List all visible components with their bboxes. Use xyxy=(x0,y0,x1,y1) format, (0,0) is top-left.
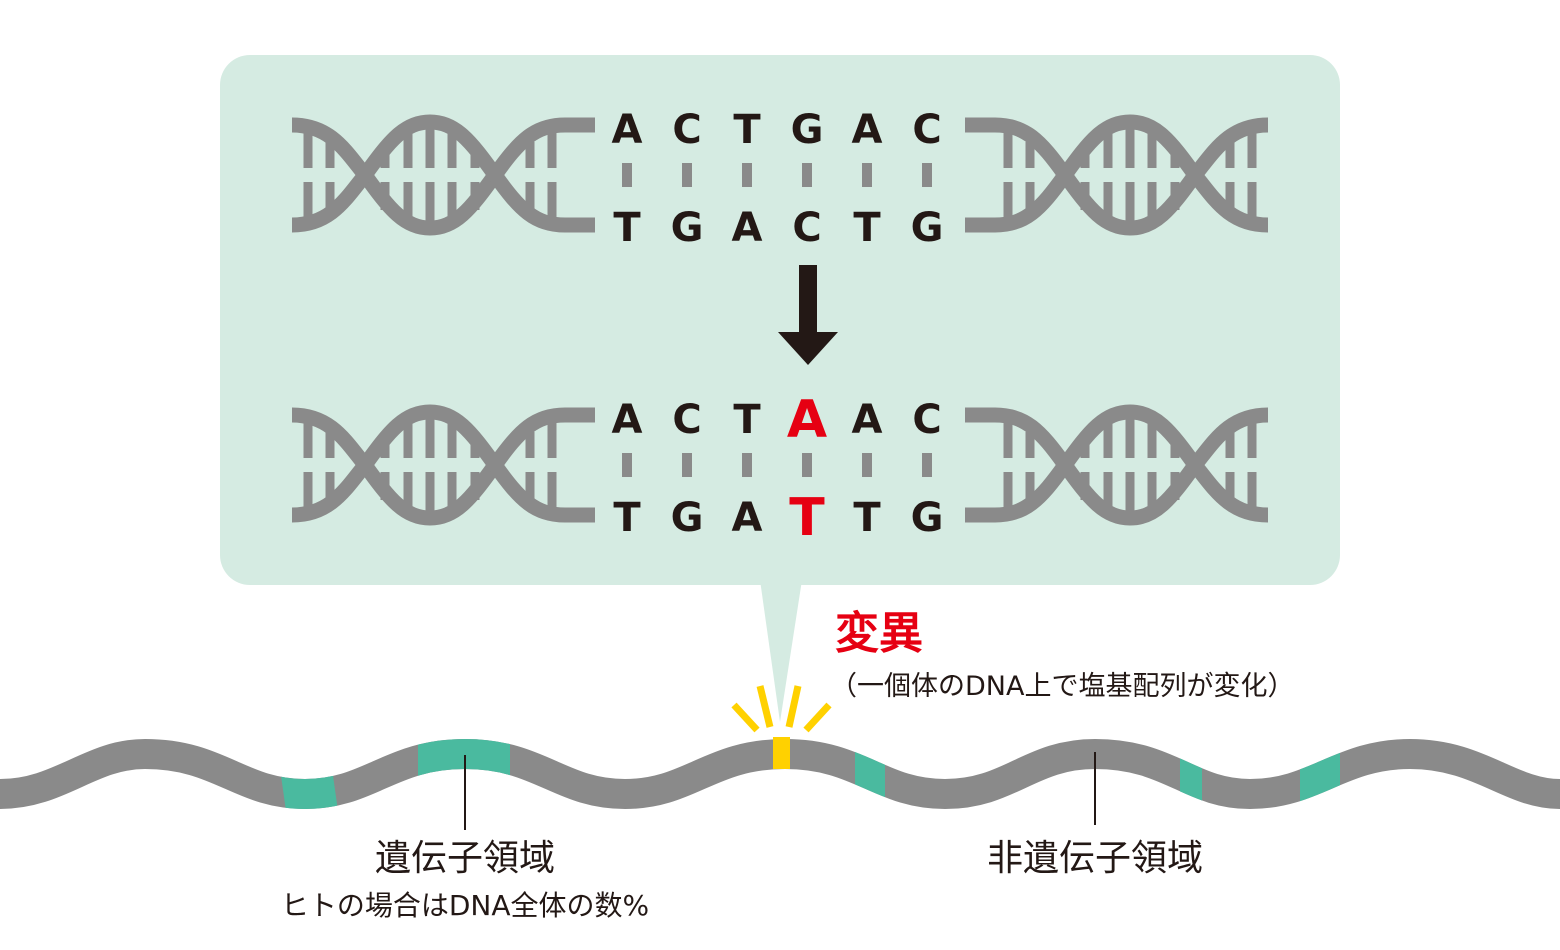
base-bottom: T xyxy=(853,205,881,251)
mutation-description: （一個体のDNA上で塩基配列が変化） xyxy=(830,671,1294,702)
mutation-site xyxy=(773,737,790,769)
base-bottom: T xyxy=(613,495,641,541)
base-pair-bond xyxy=(862,453,872,477)
base-pair-bond xyxy=(802,453,812,477)
base-bottom: T xyxy=(613,205,641,251)
base-bottom: A xyxy=(732,205,763,251)
mutation-burst-icon xyxy=(731,685,832,733)
base-top: T xyxy=(733,397,761,443)
base-top-mutated: A xyxy=(787,390,827,450)
gene-region-note: ヒトの場合はDNA全体の数% xyxy=(281,889,649,922)
base-pair-bond xyxy=(622,453,632,477)
base-pair-bond xyxy=(742,453,752,477)
base-bottom: G xyxy=(911,495,944,541)
base-pair-bond xyxy=(682,453,692,477)
base-pair-bond xyxy=(862,163,872,187)
base-pair-bond xyxy=(622,163,632,187)
base-pair-bond xyxy=(922,163,932,187)
gene-region-label: 遺伝子領域 xyxy=(375,838,555,879)
base-top: C xyxy=(912,397,941,443)
down-arrow-icon xyxy=(778,265,838,365)
base-top: G xyxy=(791,107,824,153)
base-top: C xyxy=(672,107,701,153)
base-bottom-mutated: T xyxy=(789,488,825,548)
base-bottom: C xyxy=(792,205,821,251)
base-pair-bond xyxy=(802,163,812,187)
base-bottom: G xyxy=(911,205,944,251)
base-top: A xyxy=(612,107,643,153)
base-top: A xyxy=(852,397,883,443)
base-top: A xyxy=(852,107,883,153)
base-top: T xyxy=(733,107,761,153)
base-bottom: G xyxy=(671,495,704,541)
base-top: C xyxy=(912,107,941,153)
base-top: C xyxy=(672,397,701,443)
base-bottom: A xyxy=(732,495,763,541)
base-bottom: G xyxy=(671,205,704,251)
base-pair-bond xyxy=(922,453,932,477)
non-gene-region-label: 非遺伝子領域 xyxy=(987,838,1203,879)
base-pair-bond xyxy=(742,163,752,187)
base-bottom: T xyxy=(853,495,881,541)
dna-strand xyxy=(0,737,1560,810)
mutation-title: 変異 xyxy=(835,608,923,659)
base-pair-bond xyxy=(682,163,692,187)
base-top: A xyxy=(612,397,643,443)
